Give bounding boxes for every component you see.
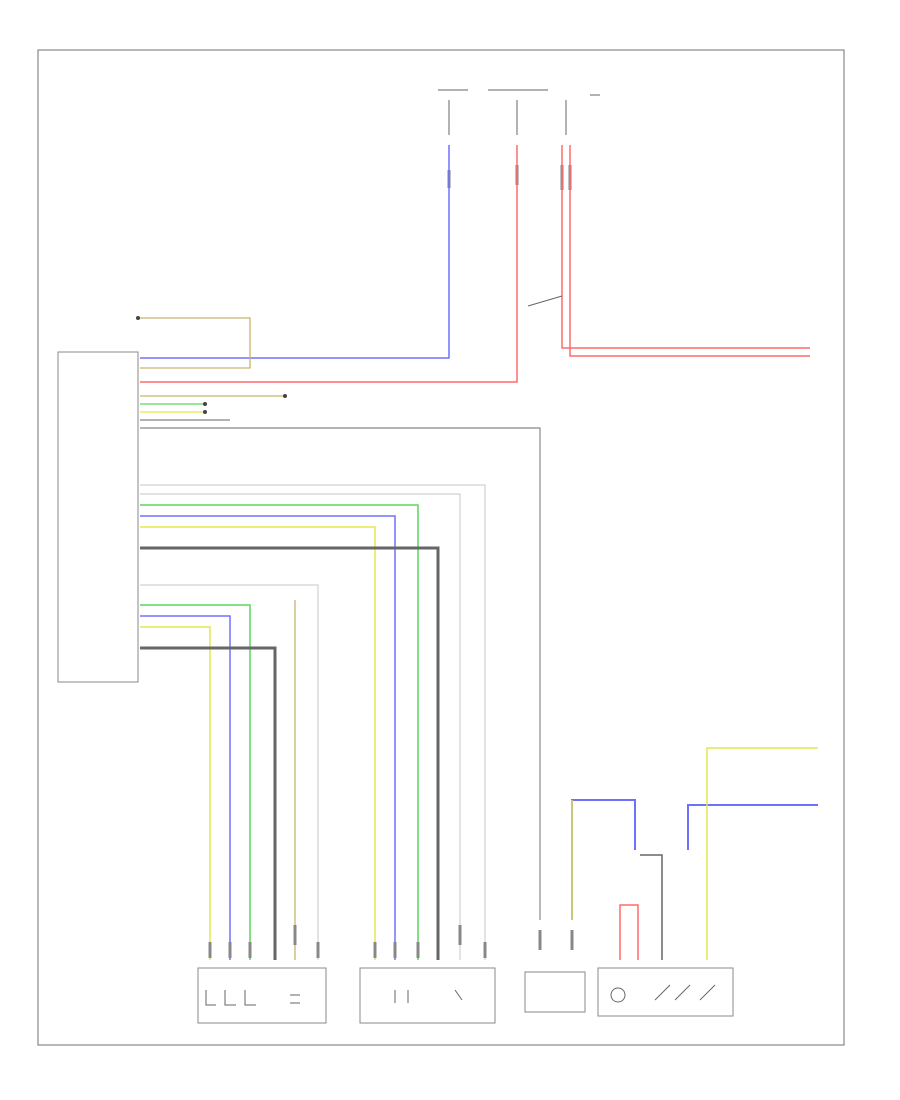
wire-blue-feed — [140, 145, 450, 359]
wire-blue-rear-left — [571, 799, 636, 920]
left-window-switch — [197, 967, 327, 1024]
rear-switch-contacts — [610, 984, 716, 1003]
right-switch-contacts — [394, 989, 463, 1003]
wire-red-rear — [619, 904, 639, 960]
switch-connector-stubs — [208, 925, 574, 958]
wire-yellow-upper — [140, 526, 376, 960]
wire-blue-rear-right — [687, 804, 818, 850]
wire-white-2 — [140, 493, 461, 960]
wire-yellow-short-end — [203, 410, 207, 414]
wire-red-feed — [140, 145, 518, 383]
left-switch-contacts — [205, 990, 300, 1006]
rear-window-switch — [597, 967, 734, 1017]
wire-white-3 — [140, 584, 319, 960]
wire-blue-lower — [140, 615, 231, 960]
control-module — [57, 351, 139, 683]
ground-dot — [136, 316, 140, 320]
fuse-ticks — [448, 100, 567, 135]
diagram-border — [37, 49, 845, 1046]
wire-red-right-1 — [561, 145, 810, 349]
wire-red-right-2 — [569, 145, 810, 357]
ground-tap — [527, 295, 563, 307]
wire-green-upper — [140, 504, 419, 960]
thermistor — [524, 971, 586, 1013]
wire-yellow-lower — [140, 626, 211, 960]
wire-green-lower — [140, 604, 251, 960]
wire-dark-upper — [140, 546, 440, 960]
right-window-switch — [359, 967, 496, 1024]
wire-white-1 — [140, 484, 486, 960]
fuse-group — [438, 89, 600, 96]
wire-gray-rear — [640, 854, 663, 960]
wire-olive-short-end — [283, 394, 287, 398]
wire-blue-upper — [140, 515, 396, 960]
top-connectors — [447, 165, 572, 190]
wire-yellow-rear — [706, 747, 818, 960]
wire-dark-lower — [140, 646, 277, 960]
wire-green-short-end — [203, 402, 207, 406]
wire-gray-bus — [140, 427, 541, 920]
wire-olive-top — [138, 317, 251, 369]
